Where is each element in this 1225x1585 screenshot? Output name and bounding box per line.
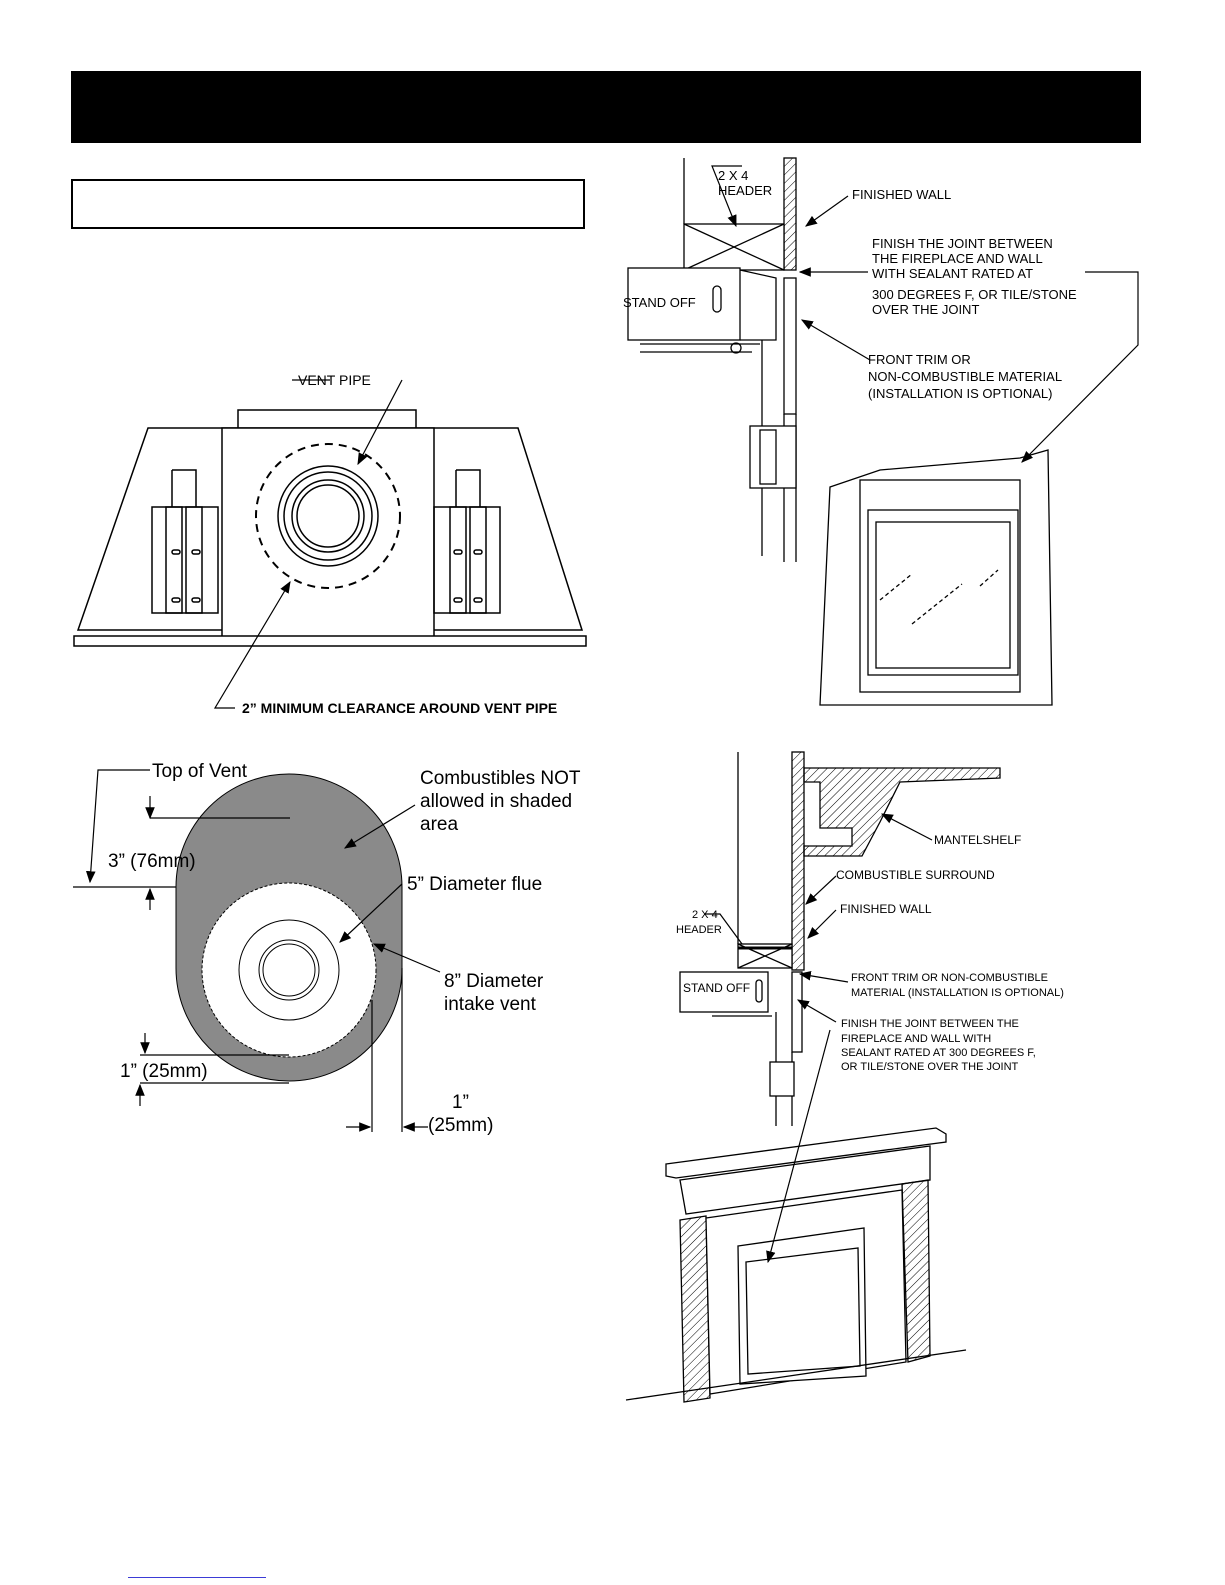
joint-label-line5: OVER THE JOINT	[872, 302, 979, 317]
combustibles-label-line1: Combustibles NOT	[420, 768, 581, 789]
footer-link-underline[interactable]	[128, 1576, 266, 1578]
flue-label: 5” Diameter flue	[407, 874, 542, 895]
mantel-header-label-line2: HEADER	[676, 924, 722, 936]
vent-pipe-arrow	[357, 379, 403, 466]
combustibles-label-line2: allowed in shaded	[420, 791, 572, 812]
mantel-joint-label-line3: SEALANT RATED AT 300 DEGREES F,	[841, 1047, 1036, 1059]
wall-section-diagram	[627, 157, 1053, 706]
mantel-finished-wall-label: FINISHED WALL	[840, 902, 932, 916]
mantel-stand-off-label: STAND OFF	[683, 981, 750, 995]
mantel-header-label-line1: 2 X 4	[692, 909, 718, 921]
combustibles-label-line3: area	[420, 814, 458, 835]
bottom-clearance-dimension: 1” (25mm)	[120, 1061, 208, 1082]
mantel-trim-label-line2: MATERIAL (INSTALLATION IS OPTIONAL)	[851, 987, 1064, 999]
mantel-section-diagram	[625, 751, 1001, 1403]
combustible-surround-label: COMBUSTIBLE SURROUND	[836, 868, 995, 882]
intake-label-line2: intake vent	[444, 994, 537, 1015]
side-clearance-line1: 1”	[452, 1092, 469, 1113]
side-clearance-line2: (25mm)	[428, 1115, 493, 1136]
mantelshelf-label: MANTELSHELF	[934, 833, 1021, 847]
trim-label-line1: FRONT TRIM OR	[868, 352, 971, 367]
finished-wall-label: FINISHED WALL	[852, 187, 951, 202]
mantel-joint-label-line4: OR TILE/STONE OVER THE JOINT	[841, 1061, 1019, 1073]
joint-label-line1: FINISH THE JOINT BETWEEN	[872, 236, 1053, 251]
intake-label-line1: 8” Diameter	[444, 971, 544, 992]
mantel-joint-label-line2: FIREPLACE AND WALL WITH	[841, 1033, 991, 1045]
trim-label-line2: NON-COMBUSTIBLE MATERIAL	[868, 369, 1062, 384]
header-label-line1: 2 X 4	[718, 168, 748, 183]
mantel-section-leaders	[704, 813, 933, 1264]
mantel-joint-label-line1: FINISH THE JOINT BETWEEN THE	[841, 1018, 1019, 1030]
top-of-vent-label: Top of Vent	[152, 761, 248, 782]
wall-section-leaders	[711, 165, 1139, 463]
trim-label-line3: (INSTALLATION IS OPTIONAL)	[868, 386, 1052, 401]
vent-pipe-label: VENT PIPE	[298, 372, 371, 388]
joint-label-line4: 300 DEGREES F, OR TILE/STONE	[872, 287, 1077, 302]
clearance-label: 2” MINIMUM CLEARANCE AROUND VENT PIPE	[242, 700, 557, 716]
stand-off-label: STAND OFF	[623, 295, 696, 310]
fireplace-top-diagram	[73, 409, 587, 647]
top-clearance-dimension: 3” (76mm)	[108, 851, 196, 872]
header-label-line2: HEADER	[718, 183, 772, 198]
clearance-dimension-lines	[73, 769, 441, 1132]
mantel-trim-label-line1: FRONT TRIM OR NON-COMBUSTIBLE	[851, 972, 1048, 984]
clearance-arrow	[213, 580, 291, 709]
joint-label-line2: THE FIREPLACE AND WALL	[872, 251, 1043, 266]
vent-clearance-diagram	[175, 773, 403, 1082]
section-header-banner	[71, 71, 1141, 143]
warning-box	[71, 179, 585, 229]
joint-label-line3: WITH SEALANT RATED AT	[872, 266, 1033, 281]
